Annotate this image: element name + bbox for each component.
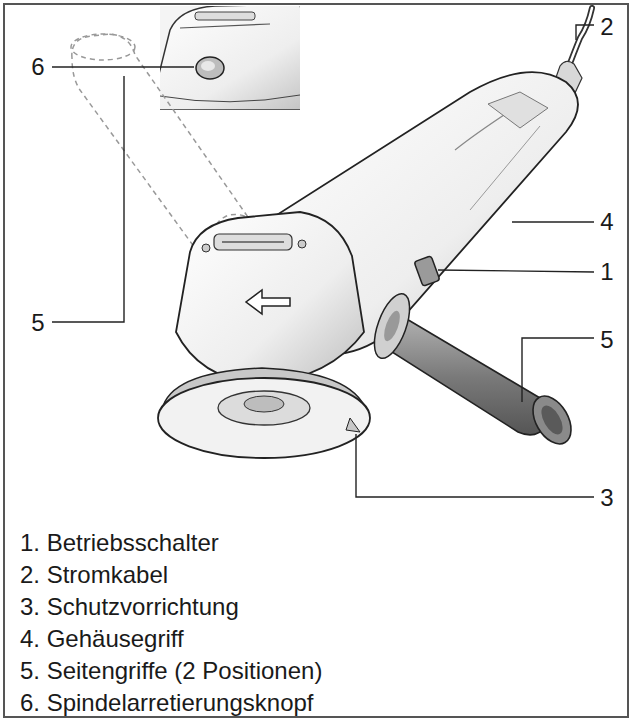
gear-head	[176, 212, 364, 384]
callout-number: 5	[31, 309, 44, 337]
side-handle	[392, 318, 550, 435]
part-name: 3. Schutzvorrichtung	[20, 594, 239, 620]
part-name: 2. Stromkabel	[20, 562, 168, 588]
power-switch	[414, 256, 440, 287]
callout-number: 6	[31, 53, 44, 81]
part-name: 1. Betriebsschalter	[20, 530, 219, 556]
callout-number: 1	[600, 258, 613, 286]
frame	[4, 4, 628, 717]
leader-lines	[52, 25, 594, 497]
grinding-disc	[158, 378, 370, 458]
callout-number: 5	[600, 326, 613, 354]
callout-number: 4	[600, 208, 613, 236]
part-name: 5. Seitengriffe (2 Positionen)	[20, 658, 322, 684]
inset-view	[160, 6, 300, 110]
part-name: 4. Gehäusegriff	[20, 626, 184, 652]
callout-number: 2	[600, 13, 613, 41]
callout-number: 3	[600, 484, 613, 512]
rotation-arrow	[246, 290, 290, 314]
part-name: 6. Spindelarretierungsknopf	[20, 690, 314, 716]
